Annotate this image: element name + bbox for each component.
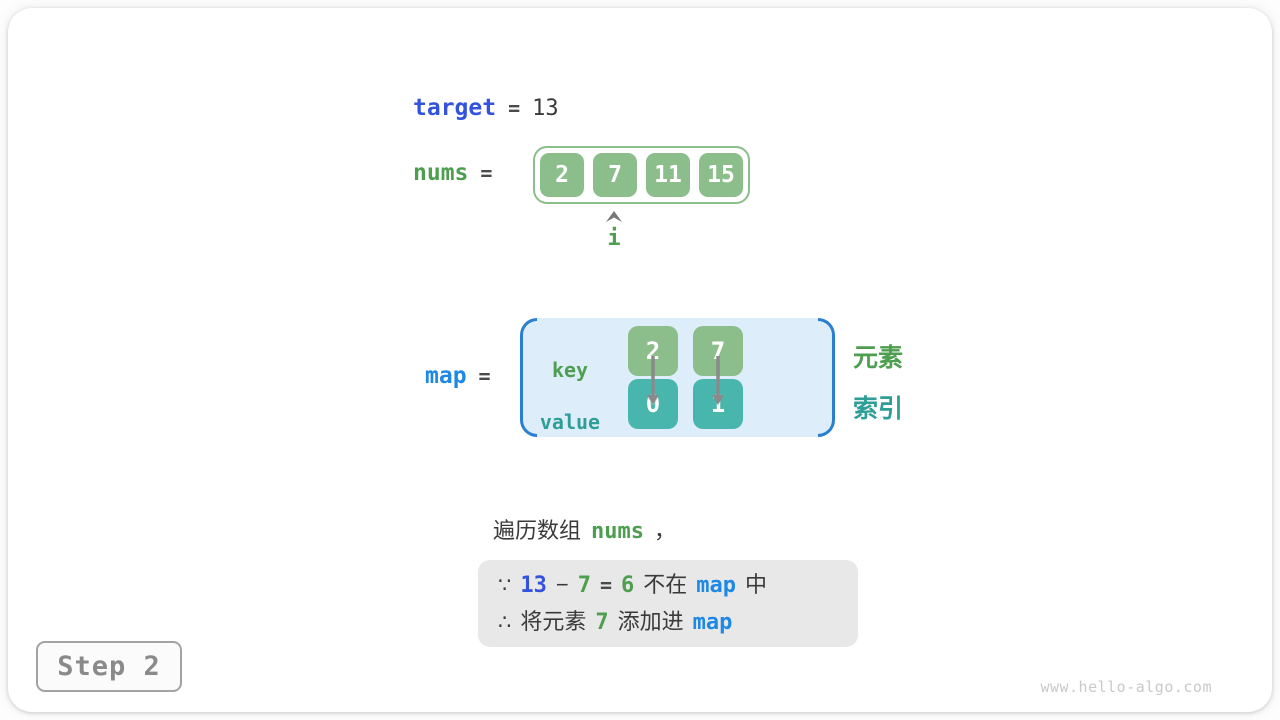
index-pointer-arrow-icon [606,211,622,222]
nums-array-cell: 7 [593,153,637,197]
target-value: 13 [532,96,559,121]
map-row-label: map = [425,363,491,389]
therefore-symbol: ∴ [498,611,512,634]
caption-text-before: 遍历数组 [493,518,582,543]
nums-array-cell: 15 [699,153,743,197]
map-value-row-label: value [539,410,601,434]
nums-array: 2 7 11 15 [533,146,750,204]
note-line-1: ∵ 13 − 7 = 6 不在 map 中 [498,567,858,604]
map-value-cell: 1 [693,379,743,429]
watermark-url: www.hello-algo.com [1040,678,1212,696]
note-minuend: 13 [520,573,547,598]
note-difference: 6 [621,573,635,598]
because-symbol: ∵ [498,574,512,597]
note2-text-mid: 添加进 [617,609,684,634]
map-key-row-label: key [551,358,589,382]
target-var-name: target [413,95,497,121]
caption-line: 遍历数组 nums ， [493,513,676,545]
note-box: ∵ 13 − 7 = 6 不在 map 中 ∴ 将元素 7 添加进 map [478,560,858,647]
note-equals-sign: = [599,573,613,597]
note-subtrahend: 7 [577,573,591,598]
map-var-name: map [425,363,467,389]
map-container: key value 2 7 0 1 [520,318,835,437]
map-key-cell: 2 [628,326,678,376]
nums-row-label: nums = [413,160,492,186]
legend-element-label: 元素 [853,344,904,372]
nums-var-name: nums [413,160,469,186]
map-equals-sign: = [478,364,491,388]
note-text-mid: 不在 [643,572,688,597]
nums-array-cell: 2 [540,153,584,197]
note-line-2: ∴ 将元素 7 添加进 map [498,604,858,641]
nums-equals-sign: = [480,161,493,185]
legend-index-label: 索引 [853,395,904,423]
note-text-end: 中 [745,572,768,597]
target-equals-sign: = [508,96,521,120]
map-value-cell: 0 [628,379,678,429]
note-code-map: map [696,573,737,598]
note2-value: 7 [595,610,609,635]
nums-array-cell: 11 [646,153,690,197]
note-minus-sign: − [555,572,569,597]
note2-text-start: 将元素 [520,609,587,634]
step-badge: Step 2 [36,641,182,692]
caption-text-after: ， [654,518,677,543]
note2-code-map: map [692,610,733,635]
caption-code-nums: nums [591,519,644,544]
index-pointer-label: i [607,226,621,251]
map-key-cell: 7 [693,326,743,376]
target-row: target = 13 [413,95,559,121]
